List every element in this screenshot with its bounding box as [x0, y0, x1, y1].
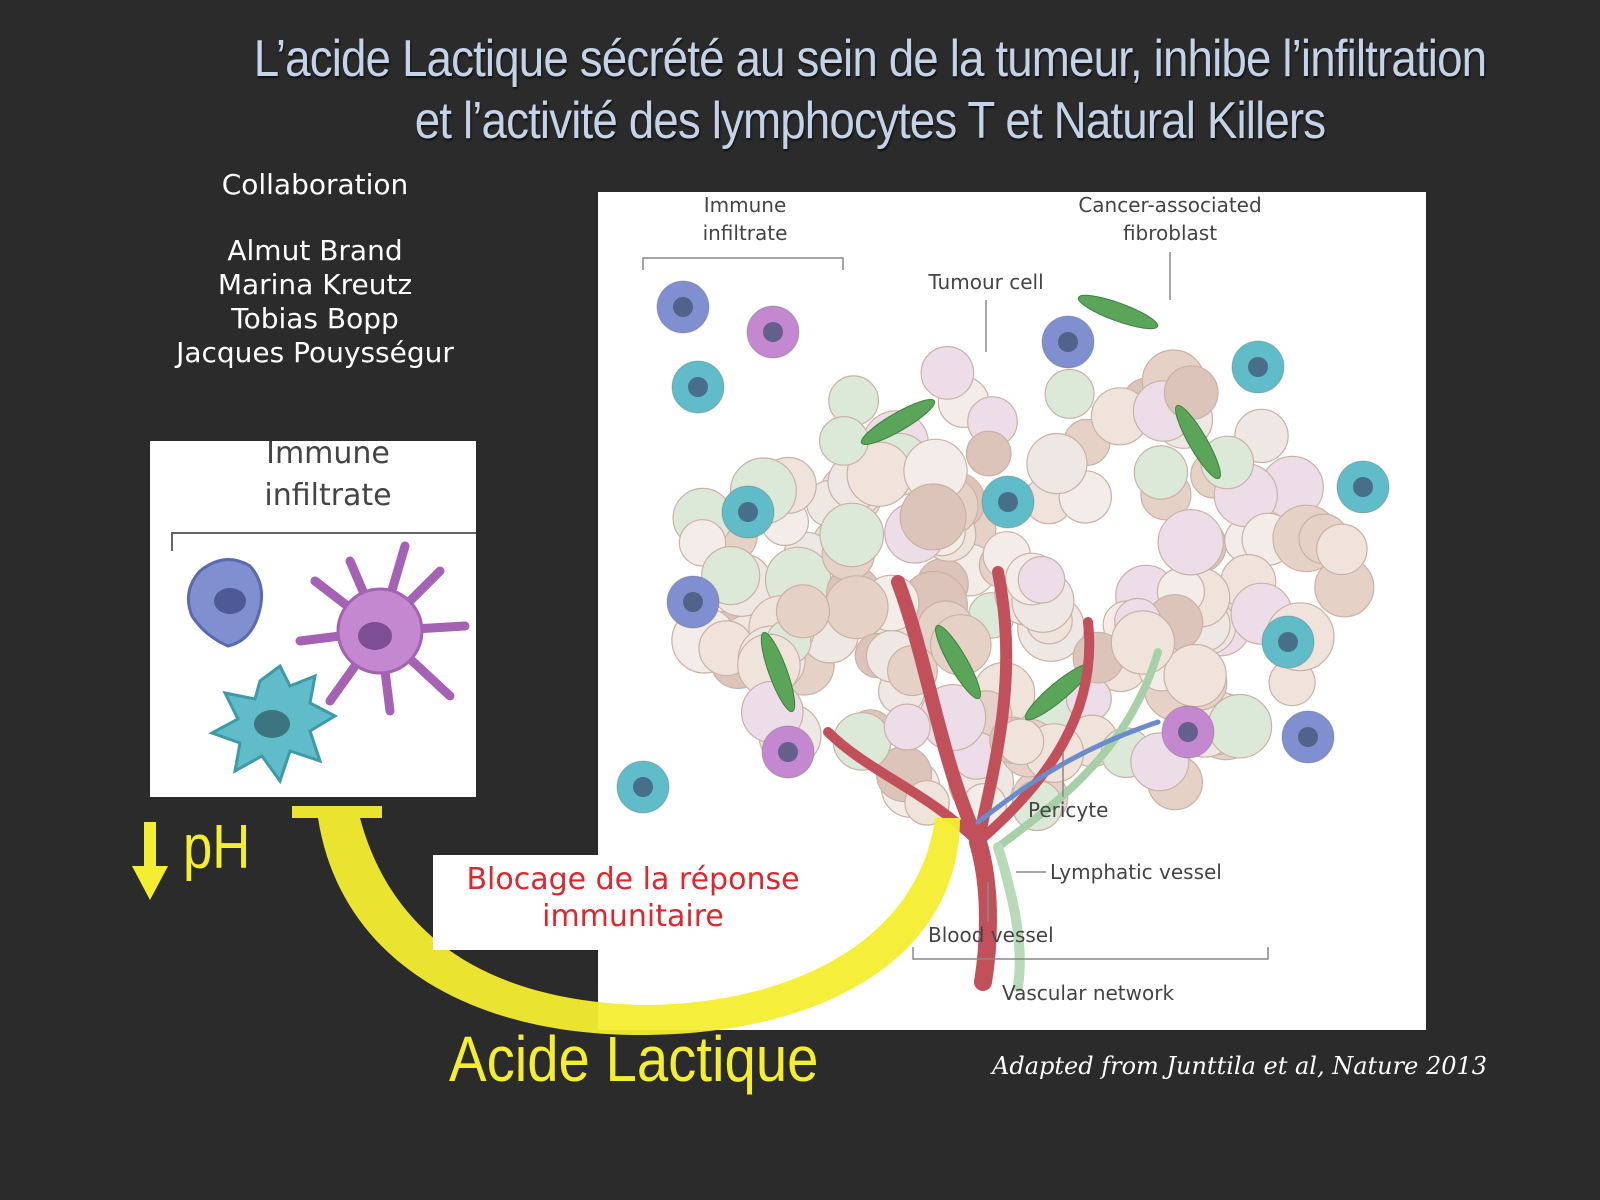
- tumour-cell: [775, 584, 831, 639]
- immune-blockade-box: Blocage de la réponse immunitaire: [433, 855, 833, 950]
- label-vascular-network: Vascular network: [1002, 981, 1175, 1005]
- label-lymphatic-vessel: Lymphatic vessel: [1050, 860, 1222, 884]
- tumour-cell: [1026, 433, 1088, 495]
- tumour-cell: [883, 703, 931, 751]
- immune-cell-icon: [616, 760, 670, 814]
- immune-cell-icon: [761, 725, 815, 779]
- tumour-cell: [701, 546, 761, 606]
- teal-t-cell-icon: [208, 663, 339, 785]
- slide-title: L’acide Lactique sécrété au sein de la t…: [236, 28, 1503, 152]
- immune-cell-icon: [1041, 315, 1095, 369]
- fibroblast-icon: [1077, 294, 1159, 330]
- label-caf-1: Cancer-associated: [1078, 193, 1261, 217]
- immune-infiltrate-inset: Immune infiltrate: [150, 441, 476, 797]
- tumour-cell: [819, 502, 885, 568]
- tumour-cell: [899, 483, 967, 551]
- immune-cell-icon: [1161, 705, 1215, 759]
- label-infiltrate: infiltrate: [703, 221, 788, 245]
- purple-dendritic-cell-icon: [295, 541, 470, 716]
- inset-illustration: Immune infiltrate: [171, 441, 476, 785]
- fibroblast-icon: [760, 631, 796, 713]
- immune-cell-icon: [721, 485, 775, 539]
- tumour-illustration: Immune infiltrate Cancer-associated fibr…: [616, 193, 1390, 1005]
- immune-cell-icon: [1336, 460, 1390, 514]
- inset-label-immune: Immune: [266, 441, 390, 471]
- fibroblast-icon: [860, 399, 936, 445]
- lactic-acid-label: Acide Lactique: [449, 1023, 819, 1095]
- source-credit: Adapted from Junttila et al, Nature 2013: [992, 1052, 1488, 1080]
- blocage-line-2: immunitaire: [542, 899, 724, 934]
- blue-immune-cell-icon: [186, 558, 264, 648]
- immune-cell-icon: [1261, 615, 1315, 669]
- fibroblast-icon: [1175, 404, 1221, 480]
- collaboration-block: Collaboration Almut Brand Marina Kreutz …: [150, 168, 480, 370]
- inset-label-infiltrate: infiltrate: [264, 478, 391, 513]
- immune-cell-icon: [671, 360, 725, 414]
- down-arrow-icon: [132, 822, 168, 900]
- label-pericyte: Pericyte: [1028, 798, 1108, 822]
- curved-arrow-shape: [292, 806, 960, 1035]
- label-tumour-cell: Tumour cell: [927, 270, 1043, 294]
- blood-vessel-network: [823, 566, 1162, 992]
- collaborator-name: Almut Brand: [227, 234, 403, 267]
- title-line-2: et l’activité des lymphocytes T et Natur…: [414, 92, 1326, 150]
- immune-cell-icon: [1231, 340, 1285, 394]
- immune-cell-icon: [981, 475, 1035, 529]
- tumour-cell: [1044, 368, 1095, 419]
- immune-cell-icon: [656, 280, 710, 334]
- collaborator-name: Jacques Pouysségur: [176, 336, 454, 369]
- immune-cell-icon: [746, 305, 800, 359]
- tumour-cell: [1163, 643, 1227, 708]
- title-line-1: L’acide Lactique sécrété au sein de la t…: [253, 30, 1487, 88]
- ph-label: pH: [183, 813, 251, 882]
- fibroblast-icon: [935, 624, 981, 700]
- collaborator-name: Marina Kreutz: [217, 268, 413, 301]
- label-blood-vessel: Blood vessel: [928, 923, 1054, 947]
- immune-cell-icon: [1281, 710, 1335, 764]
- label-immune: Immune: [704, 193, 787, 217]
- blocage-line-1: Blocage de la réponse: [466, 862, 800, 897]
- vascular-bracket: [912, 947, 1269, 960]
- immune-cell-icon: [666, 575, 720, 629]
- tumour-cell: [1133, 445, 1189, 500]
- label-caf-2: fibroblast: [1123, 221, 1217, 245]
- tumour-cell: [965, 430, 1012, 477]
- tumour-cell: [1316, 523, 1368, 576]
- collaborator-name: Tobias Bopp: [231, 302, 399, 335]
- tumour-cell: [920, 345, 975, 400]
- tumour-cell: [1017, 555, 1066, 604]
- tumour-cell: [1157, 509, 1224, 576]
- inset-bracket: [171, 532, 476, 551]
- immune-bracket: [642, 257, 844, 270]
- collaboration-heading: Collaboration: [221, 168, 409, 201]
